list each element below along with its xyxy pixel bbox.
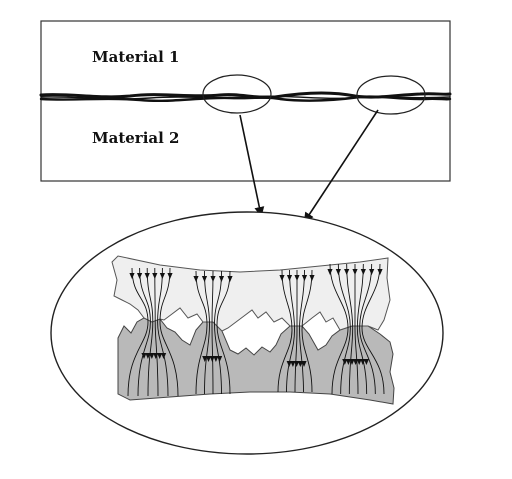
flux-arrow [342, 359, 348, 365]
flux-line [329, 263, 349, 395]
flux-line [301, 269, 313, 393]
flux-arrow [301, 275, 308, 281]
flux-arrow [309, 275, 315, 281]
flux-arrow [327, 269, 333, 275]
material-2-label: Material 2 [92, 129, 179, 147]
flux-line [354, 264, 359, 395]
flux-line [195, 270, 208, 395]
flux-arrow [356, 359, 362, 365]
flux-line [214, 270, 222, 395]
flux-arrow [301, 361, 307, 367]
flux-line [356, 263, 368, 395]
flux-line [361, 263, 385, 395]
flux-arrow [294, 361, 300, 367]
flux-arrow [205, 356, 212, 362]
flux-arrow [352, 269, 358, 275]
flux-arrow [335, 269, 341, 275]
flux-arrow [286, 275, 293, 281]
flux-arrow [217, 356, 223, 362]
flux-arrow [360, 359, 366, 365]
flux-line [277, 269, 293, 393]
pointer-arrow-2 [303, 109, 379, 223]
flux-line [154, 267, 159, 397]
flux-arrow [129, 273, 135, 279]
material-block [40, 20, 451, 182]
flux-arrow [153, 353, 159, 359]
flux-arrow [159, 273, 165, 279]
flux-arrow [353, 359, 359, 365]
flux-line [137, 267, 151, 397]
flux-line [286, 269, 295, 393]
pointer-arrow-1 [239, 114, 265, 217]
flux-arrow [294, 275, 300, 281]
flux-line [337, 263, 351, 395]
flux-arrow [213, 356, 219, 362]
magnified-contact-detail [111, 255, 395, 405]
flux-line [159, 267, 179, 397]
flux-arrow [152, 273, 158, 279]
flux-line [211, 270, 214, 395]
flux-arrow [363, 359, 369, 365]
flux-line [127, 267, 149, 397]
heat-flux-lines [127, 263, 385, 397]
magnified-view-ellipse [50, 211, 444, 455]
flux-arrow [145, 353, 151, 359]
flux-arrow [279, 275, 285, 281]
flux-arrow [210, 276, 216, 282]
flux-line [359, 263, 376, 395]
flux-arrow [157, 353, 163, 359]
flux-arrow [345, 359, 351, 365]
flux-arrow [149, 353, 155, 359]
flux-arrow [369, 269, 375, 275]
flux-line [204, 270, 210, 395]
flux-arrow [349, 359, 355, 365]
flux-line [294, 270, 298, 393]
flux-arrow [377, 269, 383, 275]
flux-line [216, 270, 231, 395]
flux-arrow [137, 273, 143, 279]
flux-line [299, 269, 305, 393]
flux-arrow [218, 276, 225, 282]
flux-line [146, 267, 154, 397]
flux-arrow [227, 276, 233, 282]
flux-arrow [193, 276, 199, 282]
flux-arrow [297, 361, 303, 367]
flux-arrow [209, 356, 215, 362]
flux-arrow [161, 353, 167, 359]
flux-arrow [360, 269, 366, 275]
flux-arrow [201, 276, 208, 282]
contact-spot-ellipse-2 [356, 75, 426, 115]
flux-line [157, 267, 169, 397]
material-1-label: Material 1 [92, 48, 179, 66]
flux-arrow [344, 269, 350, 275]
flux-arrow [167, 273, 173, 279]
contact-spot-ellipse-1 [202, 74, 272, 114]
flux-arrow [144, 273, 150, 279]
flux-line [346, 263, 354, 395]
flux-arrow [290, 361, 296, 367]
